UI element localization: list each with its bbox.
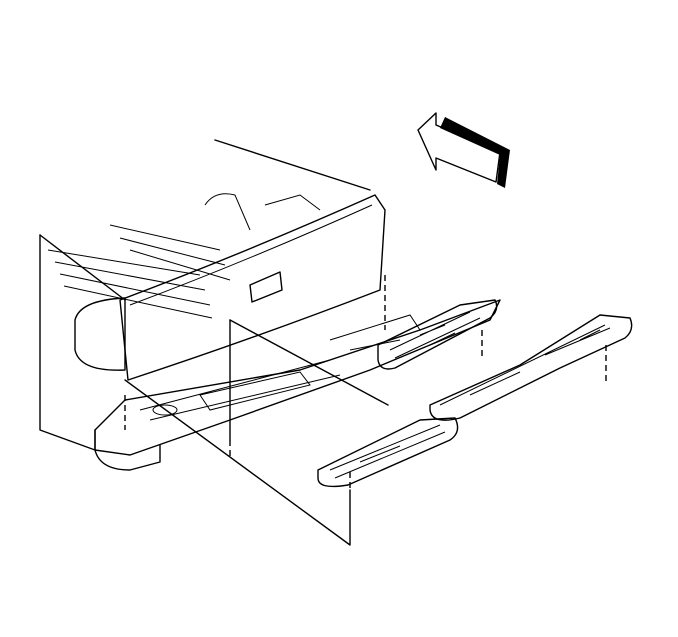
tailgate <box>119 194 386 381</box>
truck-bed <box>39 139 371 451</box>
rear-bumper <box>94 299 501 471</box>
tail-light <box>74 297 126 371</box>
step-pad-lower <box>317 417 459 488</box>
direction-arrow-icon <box>417 112 510 188</box>
step-pad-long <box>429 314 633 421</box>
leader-lines <box>124 275 607 546</box>
tailgate-handle <box>249 271 283 303</box>
step-pad-upper <box>377 299 498 370</box>
